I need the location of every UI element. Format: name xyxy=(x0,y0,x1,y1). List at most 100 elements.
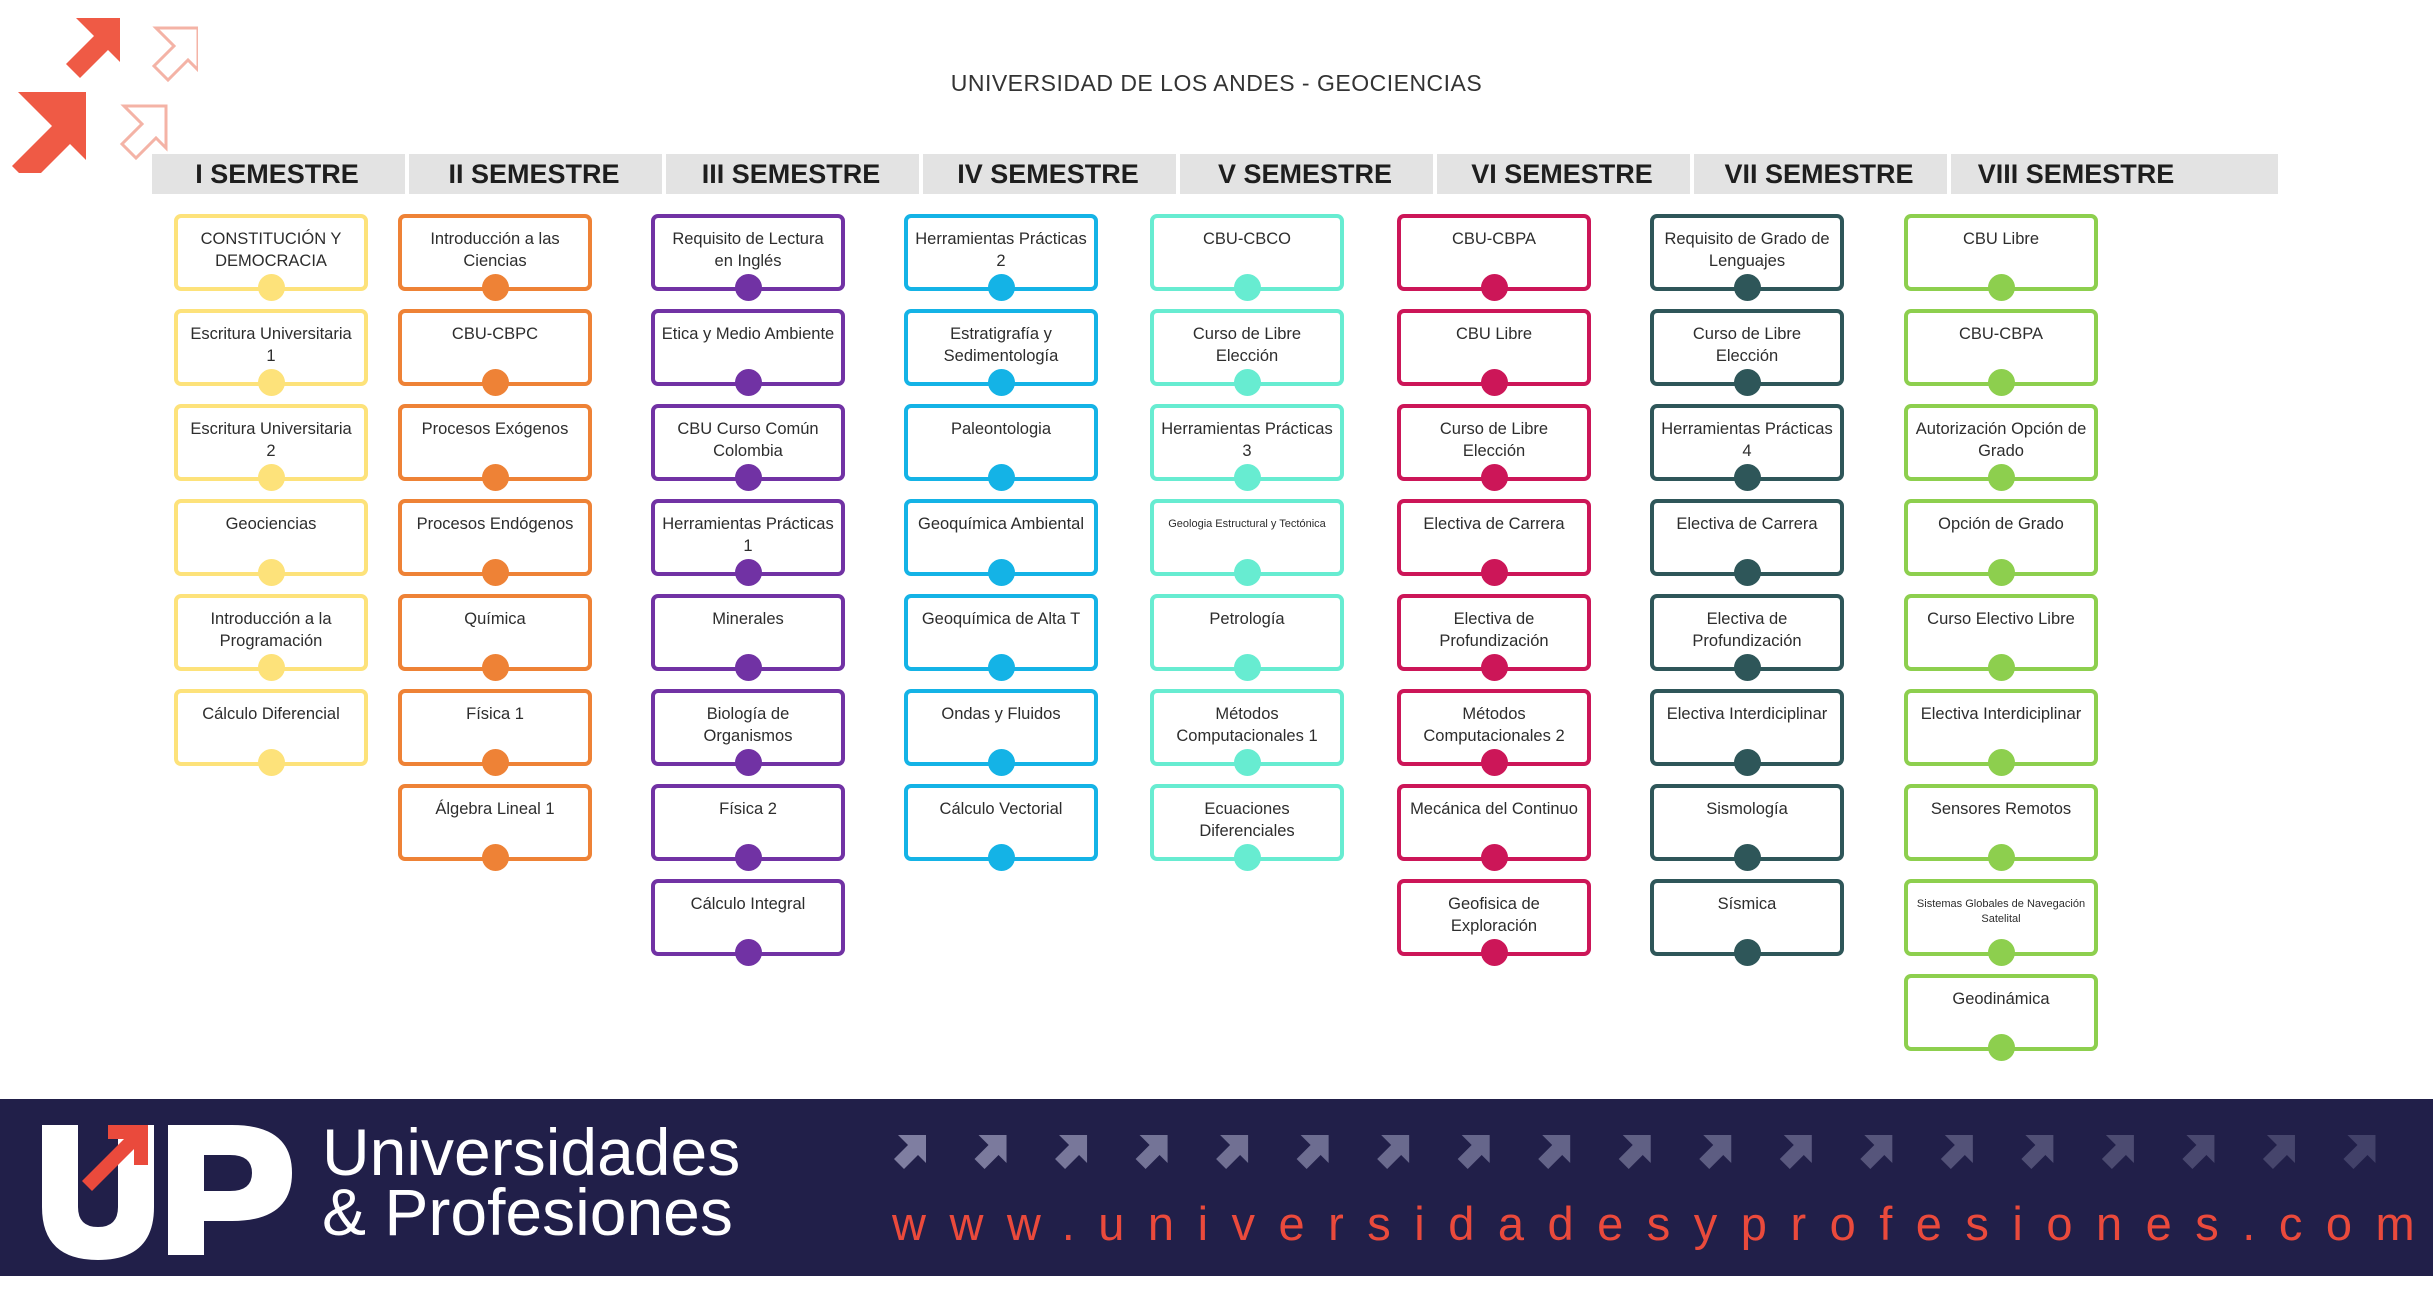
course-card: Electiva Interdiciplinar xyxy=(1904,689,2098,776)
connector-dot xyxy=(734,464,762,491)
arrow-up-right-icon xyxy=(2182,1135,2215,1169)
course-label: Curso de Libre Elección xyxy=(1192,325,1302,365)
website-url[interactable]: www.universidadesyprofesiones.com xyxy=(892,1197,2433,1250)
course-card: Herramientas Prácticas 3 xyxy=(1150,404,1344,491)
arrow-up-right-icon xyxy=(1699,1135,1732,1169)
course-card: Minerales xyxy=(651,594,845,681)
course-card: Procesos Exógenos xyxy=(398,404,592,491)
course-label: Métodos Computacionales 1 xyxy=(1176,705,1318,745)
connector-dot xyxy=(257,654,285,681)
course-card: Procesos Endógenos xyxy=(398,499,592,586)
course-label: Introducción a las Ciencias xyxy=(430,230,560,270)
arrow-up-right-icon xyxy=(974,1135,1007,1169)
connector-dot xyxy=(734,939,762,966)
connector-dot xyxy=(481,274,509,301)
course-label: Escritura Universitaria 2 xyxy=(190,420,352,460)
arrow-up-right-icon xyxy=(1538,1135,1571,1169)
course-card: Escritura Universitaria 2 xyxy=(174,404,368,491)
course-card: Autorización Opción de Grado xyxy=(1904,404,2098,491)
course-card: Geofisica de Exploración xyxy=(1397,879,1591,966)
course-card: Geoquímica de Alta T xyxy=(904,594,1098,681)
course-card: Electiva de Profundización xyxy=(1650,594,1844,681)
connector-dot xyxy=(481,559,509,586)
connector-dot xyxy=(1480,274,1508,301)
course-card: Mecánica del Continuo xyxy=(1397,784,1591,871)
arrow-up-right-icon xyxy=(1457,1135,1490,1169)
course-card: CBU-CBPA xyxy=(1397,214,1591,301)
course-label: Cálculo Diferencial xyxy=(202,705,340,723)
arrow-up-right-icon xyxy=(1618,1135,1651,1169)
course-card: Electiva de Profundización xyxy=(1397,594,1591,681)
course-label: Geoquímica Ambiental xyxy=(917,515,1084,533)
connector-dot xyxy=(987,844,1015,871)
course-label: Electiva de Carrera xyxy=(1423,515,1565,533)
connector-dot xyxy=(734,369,762,396)
connector-dot xyxy=(1987,274,2015,301)
course-card: Sistemas Globales de Navegación Satelita… xyxy=(1904,879,2098,966)
arrow-pattern xyxy=(894,1135,2376,1169)
course-label: Curso de Libre Elección xyxy=(1692,325,1802,365)
connector-dot xyxy=(257,559,285,586)
course-label: Geoquímica de Alta T xyxy=(921,610,1081,628)
course-label: Curso de Libre Elección xyxy=(1439,420,1549,460)
connector-dot xyxy=(734,749,762,776)
course-card: Petrología xyxy=(1150,594,1344,681)
course-label: Cálculo Vectorial xyxy=(939,800,1063,818)
connector-dot xyxy=(1987,749,2015,776)
course-label: Álgebra Lineal 1 xyxy=(435,800,555,818)
course-label: Petrología xyxy=(1209,610,1285,628)
course-label: Sismología xyxy=(1706,800,1788,818)
course-label: Geologia Estructural y Tectónica xyxy=(1168,518,1326,530)
connector-dot xyxy=(1733,369,1761,396)
course-card: Paleontologia xyxy=(904,404,1098,491)
connector-dot xyxy=(734,844,762,871)
course-card: Introducción a las Ciencias xyxy=(398,214,592,301)
connector-dot xyxy=(1987,464,2015,491)
arrow-up-right-icon xyxy=(1055,1135,1088,1169)
connector-dot xyxy=(987,559,1015,586)
course-label: Autorización Opción de Grado xyxy=(1915,420,2087,460)
course-label: Procesos Endógenos xyxy=(416,515,574,533)
course-label: Electiva de Profundización xyxy=(1692,610,1802,650)
connector-dot xyxy=(481,369,509,396)
course-label: Electiva Interdiciplinar xyxy=(1666,705,1828,723)
course-label: Electiva de Profundización xyxy=(1439,610,1549,650)
connector-dot xyxy=(1987,939,2015,966)
arrow-up-right-icon xyxy=(1779,1135,1812,1169)
course-card: Requisito de Lectura en Inglés xyxy=(651,214,845,301)
connector-dot xyxy=(1733,464,1761,491)
course-card: Electiva de Carrera xyxy=(1650,499,1844,586)
arrow-up-right-icon xyxy=(1940,1135,1973,1169)
arrow-up-right-icon xyxy=(1135,1135,1168,1169)
course-card: Herramientas Prácticas 4 xyxy=(1650,404,1844,491)
connector-dot xyxy=(1733,559,1761,586)
connector-dot xyxy=(987,274,1015,301)
course-label: Introducción a la Programación xyxy=(210,610,332,650)
semester-header-6: VI SEMESTRE xyxy=(1433,154,1687,194)
connector-dot xyxy=(1733,844,1761,871)
arrow-up-right-icon xyxy=(2021,1135,2054,1169)
course-card: Ecuaciones Diferenciales xyxy=(1150,784,1344,871)
course-card: CBU-CBPA xyxy=(1904,309,2098,396)
course-card: Geodinámica xyxy=(1904,974,2098,1061)
course-label: Biología de Organismos xyxy=(703,705,793,745)
course-label: Electiva de Carrera xyxy=(1676,515,1818,533)
arrow-up-right-icon xyxy=(1860,1135,1893,1169)
course-card: Física 2 xyxy=(651,784,845,871)
connector-dot xyxy=(1987,844,2015,871)
connector-dot xyxy=(1480,749,1508,776)
course-label: Geociencias xyxy=(225,515,317,533)
course-card: CBU Libre xyxy=(1397,309,1591,396)
course-label: Sísmica xyxy=(1717,895,1777,913)
connector-dot xyxy=(481,844,509,871)
course-label: Sensores Remotos xyxy=(1930,800,2072,818)
connector-dot xyxy=(1233,559,1261,586)
course-label: Electiva Interdiciplinar xyxy=(1920,705,2082,723)
course-card: Cálculo Integral xyxy=(651,879,845,966)
